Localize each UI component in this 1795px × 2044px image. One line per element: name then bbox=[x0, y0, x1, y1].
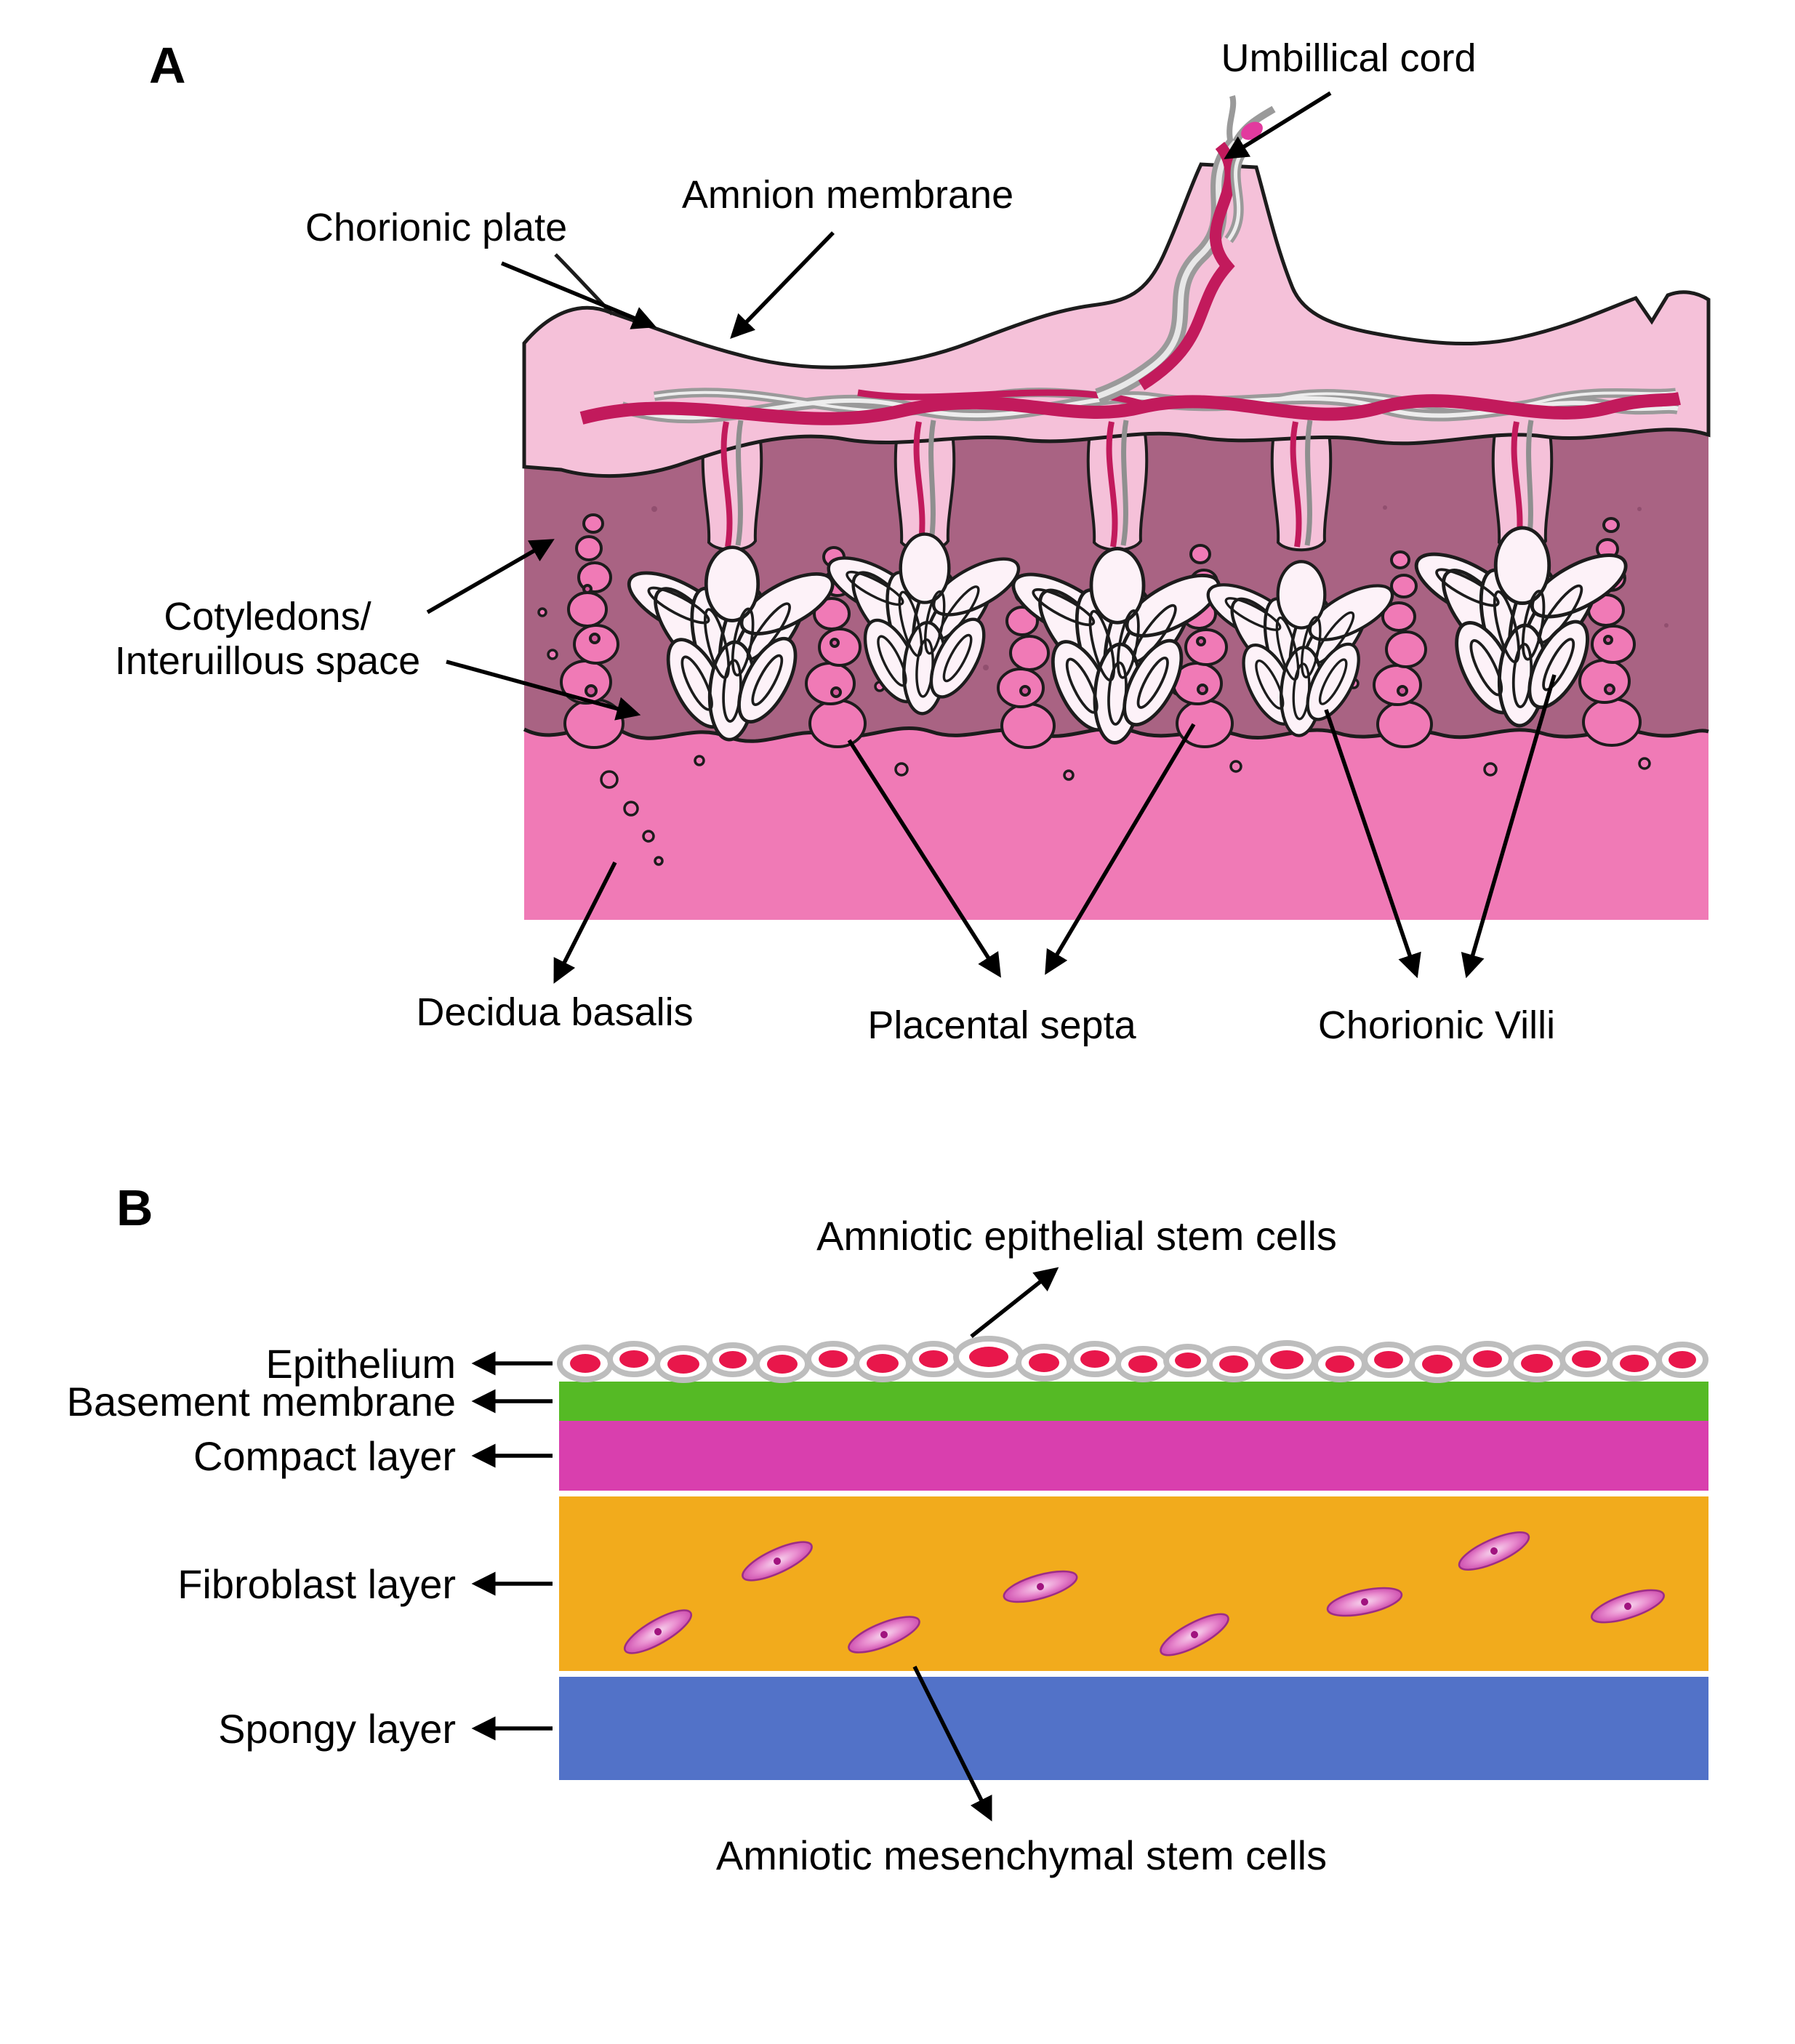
chorionic-villi-arrow-left bbox=[1324, 709, 1421, 979]
placenta-illustration bbox=[522, 95, 1711, 920]
amnion-layers-illustration bbox=[557, 1336, 1708, 1780]
panel-a-letter: A bbox=[149, 37, 186, 94]
placental-septum bbox=[560, 513, 625, 749]
stem-vessels bbox=[720, 420, 1534, 548]
chorionic-villi-label: Chorionic Villi bbox=[1317, 1003, 1556, 1047]
annotation-arrows bbox=[426, 91, 1557, 1821]
mesenchymal-cell bbox=[1458, 1531, 1530, 1571]
placental-septa-drawing bbox=[560, 513, 1642, 749]
compact-layer bbox=[559, 1421, 1708, 1491]
epithelium-cell-row bbox=[557, 1336, 1708, 1383]
decidua-basalis-label: Decidua basalis bbox=[416, 990, 694, 1034]
cotyledons-label-line2: Interuillous space bbox=[114, 639, 421, 684]
amniotic-mesenchymal-arrow bbox=[912, 1665, 992, 1821]
amniotic-epithelial-label: Amniotic epithelial stem cells bbox=[816, 1213, 1337, 1259]
villus-stems bbox=[701, 432, 1554, 552]
mesenchymal-cell bbox=[1160, 1613, 1229, 1656]
placental-septa-arrow-right bbox=[1045, 723, 1196, 975]
umbilical-cord-arrow bbox=[1224, 91, 1332, 159]
amniotic-epithelial-arrow bbox=[970, 1267, 1059, 1339]
compact-layer-label: Compact layer bbox=[193, 1433, 456, 1479]
chorionic-villi-arrow-right bbox=[1461, 674, 1557, 979]
basement-membrane-layer bbox=[559, 1382, 1708, 1421]
fibroblast-layer-label: Fibroblast layer bbox=[177, 1561, 456, 1607]
cotyledons-label: Cotyledons/ Interuillous space bbox=[115, 595, 420, 684]
mesenchymal-cell bbox=[742, 1541, 813, 1582]
placental-septa-arrow-left bbox=[847, 739, 1001, 978]
amnion-membrane-arrow bbox=[730, 231, 835, 339]
placental-septum bbox=[1373, 550, 1433, 748]
fibroblast-layer bbox=[559, 1496, 1708, 1671]
decidua-basalis-arrow bbox=[553, 861, 617, 984]
amniotic-mesenchymal-label: Amniotic mesenchymal stem cells bbox=[715, 1832, 1328, 1878]
mesenchymal-cell bbox=[1326, 1587, 1403, 1617]
spongy-layer bbox=[559, 1677, 1708, 1780]
mesenchymal-cell bbox=[1003, 1570, 1078, 1603]
placental-septa-label: Placental septa bbox=[867, 1003, 1136, 1047]
placental-septum bbox=[805, 546, 867, 748]
amnion-membrane-label: Amnion membrane bbox=[681, 173, 1014, 217]
cotyledons-label-line1: Cotyledons/ bbox=[164, 595, 372, 638]
mesenchymal-cell bbox=[1591, 1589, 1665, 1624]
chorionic-plate-label: Chorionic plate bbox=[305, 206, 568, 249]
basement-membrane-label: Basement membrane bbox=[66, 1379, 456, 1424]
spongy-layer-label: Spongy layer bbox=[218, 1706, 456, 1752]
umbilical-cord-label: Umbillical cord bbox=[1221, 36, 1477, 80]
panel-b-letter: B bbox=[116, 1179, 153, 1236]
decidua-basalis-region bbox=[524, 716, 1708, 920]
mesenchymal-cells bbox=[624, 1531, 1665, 1656]
chorionic-plate-arrow bbox=[500, 261, 657, 329]
cotyledons-arrow-lower bbox=[446, 660, 641, 721]
mesenchymal-cell bbox=[848, 1616, 920, 1654]
mesenchymal-cell bbox=[624, 1609, 692, 1654]
cotyledons-arrow-upper bbox=[426, 539, 555, 614]
epithelium-label: Epithelium bbox=[265, 1341, 456, 1387]
